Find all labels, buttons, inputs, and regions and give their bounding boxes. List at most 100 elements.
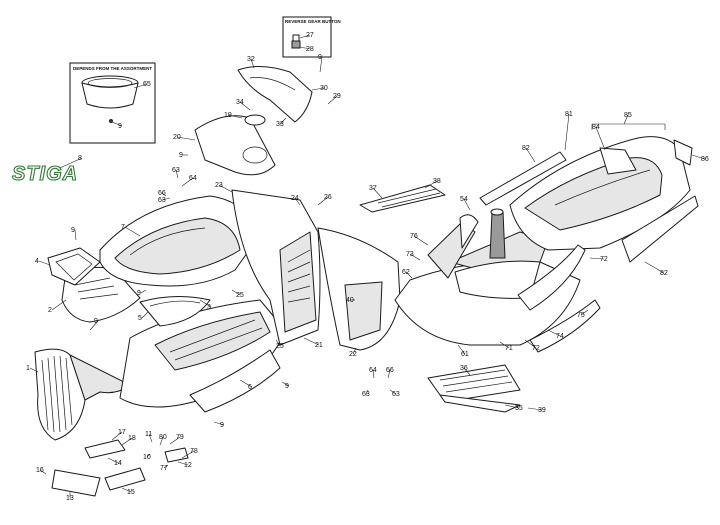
reverse-gear-button-part (291, 34, 301, 49)
callout-number: 82 (660, 270, 668, 277)
callout-number: 28 (306, 46, 314, 53)
callout-c29: 29 (327, 93, 341, 105)
callout-c62: 62 (402, 269, 413, 279)
callout-c63c: 63 (362, 389, 370, 398)
leader-line (352, 347, 357, 355)
callout-number: 35 (515, 405, 523, 412)
leader-line (413, 235, 429, 246)
callout-c24: 24 (291, 195, 301, 206)
front-grille-part (34, 348, 131, 441)
callout-number: 8 (78, 155, 82, 162)
callout-number: 3 (207, 304, 211, 311)
callout-c6: 6 (239, 379, 253, 391)
callout-c3: 3 (199, 299, 212, 311)
callout-c76: 76 (410, 233, 429, 246)
callout-c36: 36 (460, 365, 471, 376)
leader-line (213, 421, 225, 426)
callout-number: 9 (285, 383, 289, 390)
leader-line (107, 457, 119, 464)
callout-number: 85 (624, 112, 632, 119)
leader-line (327, 95, 338, 105)
leader-line (181, 177, 194, 187)
callout-c65: 65 (133, 81, 151, 89)
callout-c63a: 63 (158, 197, 171, 204)
upper-panel-part (139, 295, 211, 327)
callout-c38: 38 (424, 178, 441, 189)
callout-c64a: 64 (181, 175, 197, 187)
leader-line (59, 157, 83, 169)
leader-line (275, 339, 281, 347)
leader-line (141, 311, 149, 319)
callout-c16: 16 (36, 467, 47, 475)
callout-c28: 28 (299, 46, 314, 53)
callout-c22: 22 (349, 347, 357, 358)
leader-line (463, 198, 471, 211)
callout-c79: 79 (169, 434, 184, 445)
callout-number: 80 (159, 434, 167, 441)
callout-number: 1 (26, 365, 30, 372)
callout-number: 72 (600, 256, 608, 263)
callout-number: 78 (190, 448, 198, 455)
callout-c4: 4 (35, 258, 51, 266)
leader-line (564, 113, 570, 151)
leader-line (146, 453, 151, 458)
leader-line (299, 34, 311, 39)
leader-line (89, 320, 99, 331)
callout-number: 26 (324, 194, 332, 201)
leader-line (227, 114, 243, 119)
callout-number: 64 (369, 367, 377, 374)
callout-c9e: 9 (111, 121, 123, 130)
hood-part (99, 195, 261, 287)
callout-number: 12 (184, 462, 192, 469)
callout-c63b: 63 (172, 167, 180, 179)
leader-line (239, 379, 253, 388)
callout-c66a: 66 (158, 190, 167, 197)
callout-c9b: 9 (89, 318, 99, 331)
callout-c71: 71 (499, 341, 513, 352)
callout-c20: 20 (173, 134, 196, 141)
callout-number: 13 (66, 495, 74, 502)
callout-number: 2 (48, 307, 52, 314)
leader-line (279, 117, 287, 125)
callout-number: 66 (386, 367, 394, 374)
leader-line (239, 101, 251, 111)
callout-number: 27 (306, 32, 314, 39)
callout-number: 36 (460, 365, 468, 372)
reverse-gear-inset-title: REVERSE GEAR BUTTON (285, 19, 341, 24)
callout-c26: 26 (317, 194, 332, 206)
leader-line (124, 226, 141, 237)
brand-logo-text: STIGA (12, 163, 78, 185)
foot-plate-left-part (427, 364, 521, 413)
callout-c85: 85 (623, 112, 632, 125)
leader-line (463, 367, 471, 376)
leader-line (175, 169, 179, 179)
callout-number: 72 (532, 345, 540, 352)
callout-number: 16 (36, 467, 44, 474)
central-tunnel-part (231, 189, 321, 346)
callout-number: 4 (35, 258, 39, 265)
leader-line (39, 469, 47, 475)
callout-number: 9 (94, 318, 98, 325)
leader-line (111, 121, 123, 127)
callout-number: 9 (118, 123, 122, 130)
leader-line (595, 126, 606, 151)
callout-number: 81 (565, 111, 573, 118)
callout-c39: 39 (527, 407, 546, 414)
leader-line (38, 260, 51, 266)
leader-line (589, 257, 605, 260)
leader-line (294, 197, 301, 206)
callout-number: 82 (522, 145, 530, 152)
callout-c25b: 25 (275, 339, 284, 350)
leader-line (161, 197, 171, 201)
assortment-inset-title: DEPENDS FROM THE ASSORTMENT (73, 66, 152, 71)
leader-line (299, 46, 311, 50)
callout-number: 6 (248, 384, 252, 391)
callout-c86: 86 (691, 154, 709, 163)
callout-number: 20 (173, 134, 181, 141)
rear-hood-part (479, 136, 699, 263)
callout-number: 21 (315, 342, 323, 349)
callout-number: 25 (236, 292, 244, 299)
callout-number: 17 (118, 429, 126, 436)
callout-number: 29 (333, 93, 341, 100)
callout-c11: 11 (145, 431, 152, 443)
